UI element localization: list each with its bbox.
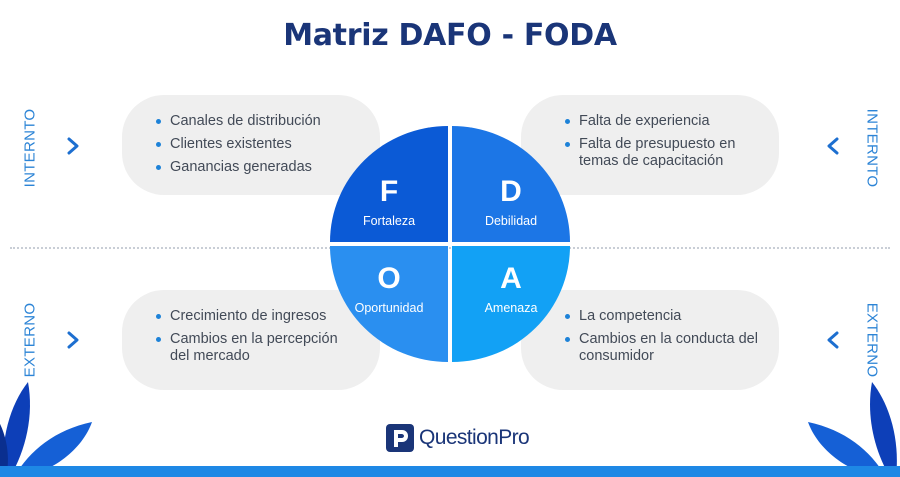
horizontal-divider	[10, 247, 890, 249]
quadrant-word: Amenaza	[484, 301, 538, 315]
list-item: Cambios en la percepción del mercado	[156, 331, 356, 365]
list-item: Ganancias generadas	[156, 159, 321, 176]
quadrant-letter: F	[379, 175, 399, 208]
quadrant-word: Fortaleza	[362, 214, 416, 228]
quadrant-debilidad	[452, 126, 570, 242]
chevron-left-icon	[827, 137, 839, 155]
questionpro-logo-icon	[386, 424, 414, 452]
quadrant-d-label: D Debilidad	[452, 175, 570, 229]
leaf-decoration-icon	[808, 382, 897, 477]
list-item: Falta de experiencia	[565, 113, 765, 130]
chevron-right-icon	[67, 137, 79, 155]
list-item: Clientes existentes	[156, 136, 321, 153]
quadrant-oportunidad	[330, 246, 448, 362]
label-left-external: EXTERNO	[21, 302, 39, 378]
quadrant-letter: A	[500, 262, 522, 295]
quadrant-f-label: F Fortaleza	[330, 175, 448, 229]
list-item: Canales de distribución	[156, 113, 321, 130]
page-title: Matriz DAFO - FODA	[283, 18, 617, 53]
quadrant-word: Oportunidad	[354, 301, 424, 315]
label-left-internal: INTERNTO	[21, 108, 39, 188]
label-right-external: EXTERNO	[863, 302, 881, 378]
quadrant-o-label: O Oportunidad	[330, 262, 448, 316]
list-item: La competencia	[565, 308, 765, 325]
quadrant-letter: D	[500, 175, 522, 208]
list-item: Cambios en la conducta del consumidor	[565, 331, 765, 365]
label-right-internal: INTERNTO	[863, 108, 881, 188]
quadrant-amenaza	[452, 246, 570, 362]
card-amenazas: La competencia Cambios en la conducta de…	[521, 290, 779, 390]
card-debilidades: Falta de experiencia Falta de presupuest…	[521, 95, 779, 195]
quadrant-a-label: A Amenaza	[452, 262, 570, 316]
card-oportunidades: Crecimiento de ingresos Cambios en la pe…	[122, 290, 380, 390]
foda-circle	[330, 126, 570, 362]
list-item: Crecimiento de ingresos	[156, 308, 356, 325]
bottom-bar	[0, 466, 900, 477]
quadrant-fortaleza	[330, 126, 448, 242]
brand-name: QuestionPro	[419, 426, 530, 449]
chevron-left-icon	[827, 331, 839, 349]
quadrant-letter: O	[377, 262, 401, 295]
list-item: Falta de presupuesto en temas de capacit…	[565, 136, 765, 170]
chevron-right-icon	[67, 331, 79, 349]
card-fortalezas: Canales de distribución Clientes existen…	[122, 95, 380, 195]
quadrant-word: Debilidad	[484, 214, 538, 228]
leaf-decoration-icon	[0, 382, 92, 477]
